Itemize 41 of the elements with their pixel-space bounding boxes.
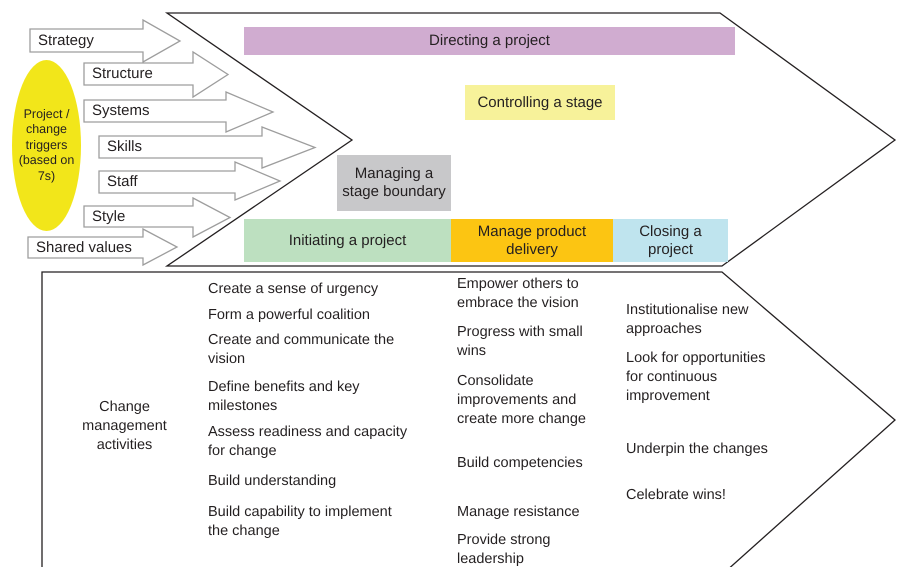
pointed-banner [99,127,315,168]
pointed-banner [99,162,280,200]
activity-text: Build competencies [457,454,584,473]
pointed-banner [84,52,228,97]
banner-label: Strategy [38,32,94,50]
pointed-banner [84,198,230,237]
activity-text: Create a sense of urgency [208,280,380,299]
process-box: Controlling a stage [465,85,615,120]
activity-text: Look for opportunities for continuous improvement [626,349,766,406]
process-box: Closing a project [613,219,728,262]
process-box: Managing a stage boundary [337,155,451,211]
pointed-banner [28,229,177,265]
activity-text: Celebrate wins! [626,486,727,505]
process-box: Manage product delivery [451,219,613,262]
chevron-shape [165,12,896,267]
activity-text: Empower others to embrace the vision [457,275,580,313]
banner-label: Structure [92,65,153,83]
activity-text: Build capability to implement the change [208,503,393,541]
pointed-banner [30,20,180,62]
activity-text: Build understanding [208,472,338,491]
row-heading: Change management activities [81,398,168,455]
activity-text: Define benefits and key milestones [208,378,361,416]
activity-text: Form a powerful coalition [208,306,371,325]
banner-label: Skills [107,138,142,156]
chevron-shape [42,272,897,567]
activity-text: Progress with small wins [457,323,584,361]
banner-label: Shared values [36,238,132,256]
pointed-banner [84,92,273,132]
banner-label: Systems [92,102,150,120]
trigger-ellipse: Project / change triggers (based on 7s) [12,60,81,231]
banner-label: Style [92,208,126,226]
activity-text: Manage resistance [457,503,581,522]
activity-text: Assess readiness and capacity for change [208,423,408,461]
activity-text: Create and communicate the vision [208,331,396,369]
banner-label: Staff [107,173,138,191]
activity-text: Consolidate improvements and create more change [457,372,587,429]
process-box: Directing a project [244,27,735,55]
activity-text: Underpin the changes [626,440,769,459]
process-box: Initiating a project [244,219,451,262]
activity-text: Institutionalise new approaches [626,301,750,339]
activity-text: Provide strong leadership [457,531,552,567]
